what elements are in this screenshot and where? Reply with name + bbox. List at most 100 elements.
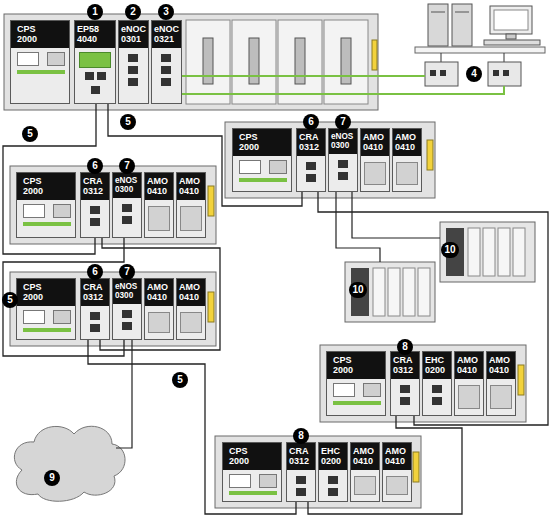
rack-module: eNOS 0300 <box>112 278 142 340</box>
ethernet-port <box>338 172 348 180</box>
module-label-band: CPS 2000 <box>17 173 75 200</box>
control-network-cable <box>182 86 504 94</box>
module-label-band: AMO 0410 <box>487 352 515 379</box>
rack-module: AMO 0410 <box>486 351 516 416</box>
ethernet-port <box>91 86 100 94</box>
module-name: CRA 0312 <box>83 282 107 303</box>
callout-number: 4 <box>466 66 482 82</box>
rack-end-cap <box>208 40 524 482</box>
rack-module: EP58 4040 <box>74 20 116 104</box>
module-label-band: AMO 0410 <box>145 279 173 306</box>
module-label-band: AMO 0410 <box>393 129 421 156</box>
module-label-band: CRA 0312 <box>297 129 325 156</box>
callout-number: 10 <box>441 242 458 258</box>
network-bus <box>415 47 545 53</box>
ethernet-port <box>306 162 316 170</box>
rack-module: eNOS 0300 <box>112 172 142 238</box>
module-name: CPS 2000 <box>229 446 263 467</box>
terminal-block <box>364 162 386 185</box>
terminal-block <box>180 312 202 333</box>
module-name: CRA 0312 <box>289 446 313 467</box>
ethernet-port <box>328 488 338 496</box>
ethernet-switch <box>488 62 521 86</box>
module-label-band: CRA 0312 <box>287 443 315 470</box>
module-label-band: eNOC 0321 <box>152 21 181 48</box>
network-cloud <box>14 426 125 501</box>
ethernet-port <box>85 72 94 80</box>
module-label-band: CRA 0312 <box>391 352 419 379</box>
module-name: AMO 0410 <box>147 176 171 197</box>
module-label-band: eNOS 0300 <box>113 173 141 198</box>
module-label-band: EP58 4040 <box>75 21 115 48</box>
module-name: EHC 0200 <box>425 355 449 376</box>
module-name: eNOS 0300 <box>115 176 139 195</box>
module-name: AMO 0410 <box>179 282 203 303</box>
ethernet-port <box>161 78 171 86</box>
empty-slot <box>186 20 368 104</box>
device-cable <box>352 192 440 238</box>
module-name: AMO 0410 <box>385 446 409 467</box>
ethernet-port <box>90 312 100 320</box>
power-display <box>17 52 39 66</box>
module-name: AMO 0410 <box>363 132 387 153</box>
rack-module: CPS 2000 <box>16 172 76 238</box>
power-display <box>239 160 261 174</box>
callout-number: 8 <box>293 428 309 444</box>
module-label-band: CPS 2000 <box>17 279 75 306</box>
ethernet-port <box>122 216 132 224</box>
rack-module: eNOC 0301 <box>118 20 149 104</box>
ethernet-port <box>296 476 306 484</box>
ethernet-port <box>161 54 171 62</box>
ethernet-port <box>128 78 138 86</box>
ethernet-port <box>128 66 138 74</box>
module-label-band: AMO 0410 <box>177 173 205 200</box>
power-switch <box>47 52 65 66</box>
module-label-band: EHC 0200 <box>319 443 347 470</box>
status-strip <box>23 222 71 226</box>
ethernet-port <box>306 174 316 182</box>
ethernet-port <box>161 66 171 74</box>
module-label-band: CRA 0312 <box>81 279 109 306</box>
module-name: CPS 2000 <box>333 355 367 376</box>
module-name: eNOS 0300 <box>331 132 355 151</box>
callout-number: 5 <box>120 114 136 130</box>
callout-number: 9 <box>44 470 60 486</box>
callout-number: 6 <box>303 114 319 130</box>
terminal-block <box>354 476 376 495</box>
terminal-block <box>148 206 170 231</box>
rack <box>4 14 526 508</box>
module-name: AMO 0410 <box>353 446 377 467</box>
rack-module: AMO 0410 <box>144 172 174 238</box>
module-label-band: CPS 2000 <box>327 352 385 379</box>
callout-number: 8 <box>397 339 413 355</box>
ethernet-port <box>90 206 100 214</box>
ethernet-port <box>122 204 132 212</box>
terminal-block <box>386 476 408 495</box>
terminal-block <box>396 162 418 185</box>
ethernet-port <box>400 397 410 405</box>
status-strip <box>229 491 277 495</box>
callout-number: 10 <box>349 282 366 298</box>
rack-module: CPS 2000 <box>326 351 386 416</box>
status-strip <box>239 178 287 182</box>
cpu-display <box>79 52 111 68</box>
module-label-band: EHC 0200 <box>423 352 451 379</box>
rack-module: AMO 0410 <box>144 278 174 340</box>
module-name: CPS 2000 <box>17 24 51 45</box>
distributed-io-device <box>345 262 435 322</box>
terminal-block <box>180 206 202 231</box>
terminal-block <box>458 385 480 409</box>
device-cable <box>336 192 380 262</box>
rack-module: CRA 0312 <box>286 442 316 502</box>
module-label-band: AMO 0410 <box>177 279 205 306</box>
callout-number: 5 <box>172 372 188 388</box>
power-switch <box>363 383 381 397</box>
ethernet-port <box>328 476 338 484</box>
module-name: AMO 0410 <box>457 355 481 376</box>
rack-module: AMO 0410 <box>454 351 484 416</box>
power-display <box>333 383 355 397</box>
module-name: eNOC 0321 <box>154 24 179 45</box>
callout-number: 5 <box>2 292 18 308</box>
terminal-block <box>148 312 170 333</box>
module-label-band: eNOC 0301 <box>119 21 148 48</box>
